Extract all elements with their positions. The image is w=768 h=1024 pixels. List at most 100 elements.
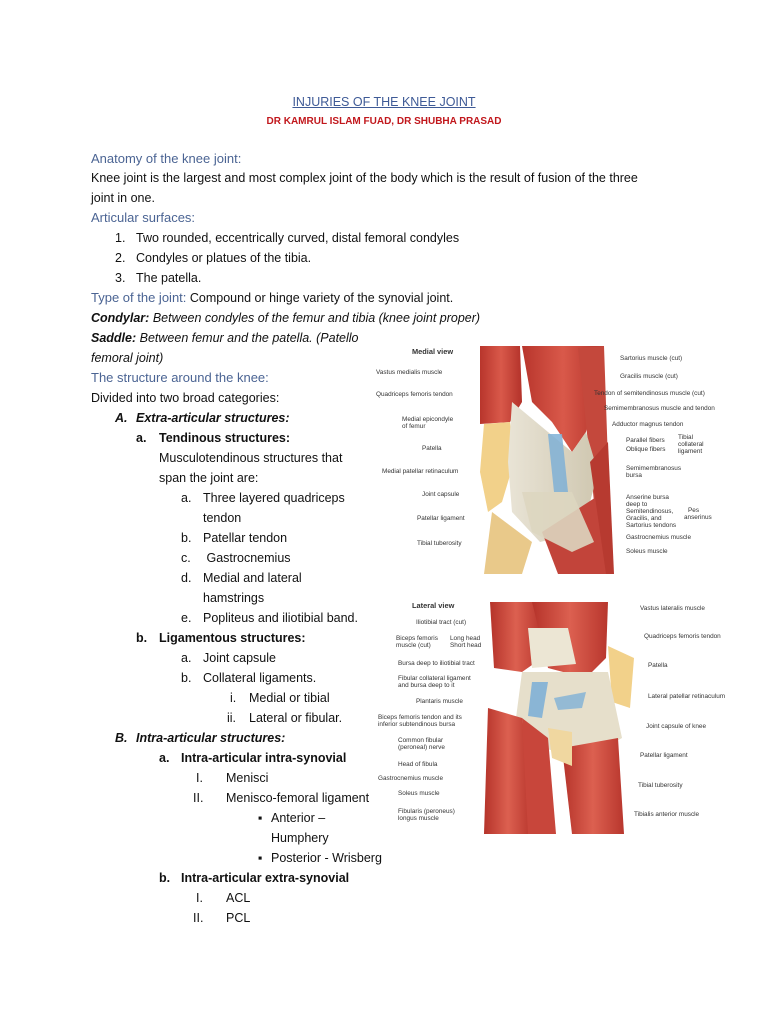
lateral-left-label-6: Bursa deep to iliotibial tract	[398, 660, 475, 667]
coll-item-i: Medial or tibial	[249, 691, 330, 705]
lateral-left-label-3: muscle (cut)	[396, 642, 431, 649]
lateral-left-label-2: Biceps femoris	[396, 635, 438, 642]
tendinous-item-c: Gastrocnemius	[203, 551, 291, 565]
medial-right-label-9: collateral	[678, 441, 704, 448]
lateral-right-label-6: Patellar ligament	[640, 752, 688, 759]
lateral-left-label-15: Gastrocnemius muscle	[378, 775, 443, 782]
section-b-num: B.	[115, 731, 128, 745]
articular-item-1: Two rounded, eccentrically curved, dista…	[136, 231, 460, 245]
lateral-left-label-17: Fibularis (peroneus)	[398, 808, 455, 815]
condylar-label: Condylar:	[91, 311, 150, 325]
intro-line-1: Knee joint is the largest and most compl…	[91, 171, 638, 185]
medial-left-label-1: Vastus medialis muscle	[376, 369, 443, 376]
lateral-left-label-4: Long head	[450, 635, 481, 642]
medial-right-label-17: Sartorius tendons	[626, 522, 677, 529]
section-aa-heading: Tendinous structures:	[159, 431, 291, 445]
medial-view-title: Medial view	[412, 347, 454, 356]
medial-left-label-3: Medial epicondyle	[402, 416, 454, 423]
lateral-left-label-14: Head of fibula	[398, 761, 438, 768]
saddle-text-1: Between femur and the patella. (Patello	[136, 331, 359, 345]
tendinous-item-a-cont: tendon	[203, 511, 242, 525]
lateral-left-label-5: Short head	[450, 642, 482, 649]
lig-num-b: b.	[181, 671, 192, 685]
medial-right-label-16: Gracilis, and	[626, 515, 662, 522]
intro-line-2: joint in one.	[91, 191, 155, 205]
lateral-left-label-18: longus muscle	[398, 815, 439, 822]
tendinous-desc-2: span the joint are:	[159, 471, 259, 485]
section-a-num: A.	[115, 411, 128, 425]
mfl-bullet-1: ▪	[258, 811, 263, 825]
joint-type-line: Type of the joint: Compound or hinge var…	[91, 290, 453, 306]
lateral-left-label-7: Fibular collateral ligament	[398, 675, 471, 682]
section-aa-num: a.	[136, 431, 147, 445]
coll-num-i: i.	[230, 691, 237, 705]
lateral-knee-illustration	[484, 602, 634, 834]
saddle-text-2: femoral joint)	[91, 351, 164, 365]
saddle-line: Saddle: Between femur and the patella. (…	[91, 330, 359, 346]
medial-right-label-10: ligament	[678, 448, 703, 455]
condylar-line: Condylar: Between condyles of the femur …	[91, 310, 480, 326]
section-b-heading: Intra-articular structures:	[136, 731, 286, 745]
medial-right-label-8: Tibial	[678, 434, 694, 441]
coll-num-ii: ii.	[227, 711, 237, 725]
divided-line: Divided into two broad categories:	[91, 391, 280, 405]
bb-num-1: I.	[196, 891, 203, 905]
medial-left-label-2: Quadriceps femoris tendon	[376, 391, 453, 398]
lig-item-b: Collateral ligaments.	[203, 671, 317, 685]
medial-left-label-9: Tibial tuberosity	[417, 540, 462, 547]
tendinous-desc-1: Musculotendinous structures that	[159, 451, 343, 465]
saddle-label: Saddle:	[91, 331, 137, 345]
lateral-left-label-8: and bursa deep to it	[398, 682, 455, 689]
joint-type-text: Compound or hinge variety of the synovia…	[186, 291, 454, 305]
medial-left-label-8: Patellar ligament	[417, 515, 465, 522]
section-ba-heading: Intra-articular intra-synovial	[181, 751, 347, 765]
medial-right-label-13: Anserine bursa	[626, 494, 669, 501]
medial-right-label-2: Gracilis muscle (cut)	[620, 373, 678, 380]
lateral-left-label-16: Soleus muscle	[398, 790, 440, 797]
tendinous-num-a: a.	[181, 491, 192, 505]
tendinous-num-d: d.	[181, 571, 192, 585]
tendinous-item-d-cont: hamstrings	[203, 591, 265, 605]
lateral-view-title: Lateral view	[412, 601, 455, 610]
ba-item-1: Menisci	[226, 771, 269, 785]
lateral-left-label-1: Iliotibial tract (cut)	[416, 619, 467, 626]
medial-right-label-21: Soleus muscle	[626, 548, 668, 555]
medial-right-label-19: anserinus	[684, 514, 712, 521]
medial-right-label-11: Semimembranosus	[626, 465, 682, 472]
medial-left-label-5: Patella	[422, 445, 442, 452]
bb-item-pcl: PCL	[226, 911, 251, 925]
structure-heading: The structure around the knee:	[91, 370, 269, 385]
condylar-text: Between condyles of the femur and tibia …	[149, 311, 481, 325]
ba-item-2: Menisco-femoral ligament	[226, 791, 370, 805]
lateral-right-label-8: Tibialis anterior muscle	[634, 811, 700, 818]
medial-right-label-12: bursa	[626, 472, 642, 479]
section-ab-num: b.	[136, 631, 148, 645]
medial-right-label-1: Sartorius muscle (cut)	[620, 355, 683, 362]
section-ab-heading: Ligamentous structures:	[159, 631, 306, 645]
articular-item-2: Condyles or platues of the tibia.	[136, 251, 312, 265]
lateral-left-label-11: inferior subtendinous bursa	[378, 721, 456, 728]
section-bb-num: b.	[159, 871, 171, 885]
medial-right-label-3: Tendon of semitendinosus muscle (cut)	[594, 390, 705, 397]
ba-num-1: I.	[196, 771, 203, 785]
medial-right-label-14: deep to	[626, 501, 648, 508]
document-title: INJURIES OF THE KNEE JOINT	[292, 95, 476, 109]
lateral-right-label-3: Patella	[648, 662, 668, 669]
lateral-left-label-10: Biceps femoris tendon and its	[378, 714, 462, 721]
lateral-right-label-1: Vastus lateralis muscle	[640, 605, 705, 612]
lateral-left-label-12: Common fibular	[398, 737, 444, 744]
tendinous-item-b: Patellar tendon	[203, 531, 288, 545]
lateral-right-label-2: Quadriceps femoris tendon	[644, 633, 721, 640]
mfl-item-humphery: Humphery	[271, 831, 329, 845]
section-a-heading: Extra-articular structures:	[136, 411, 290, 425]
section-bb-heading: Intra-articular extra-synovial	[181, 871, 350, 885]
lateral-right-label-4: Lateral patellar retinaculum	[648, 693, 726, 700]
medial-left-label-6: Medial patellar retinaculum	[382, 468, 459, 475]
mfl-item-posterior: Posterior - Wrisberg	[271, 851, 382, 865]
section-ba-num: a.	[159, 751, 170, 765]
medial-left-label-4: of femur	[402, 423, 426, 430]
medial-view-figure: Medial view Vastus medialis muscle Quadr…	[372, 342, 715, 574]
bb-item-acl: ACL	[226, 891, 251, 905]
tendinous-item-a: Three layered quadriceps	[203, 491, 345, 505]
articular-num-3: 3.	[115, 271, 126, 285]
